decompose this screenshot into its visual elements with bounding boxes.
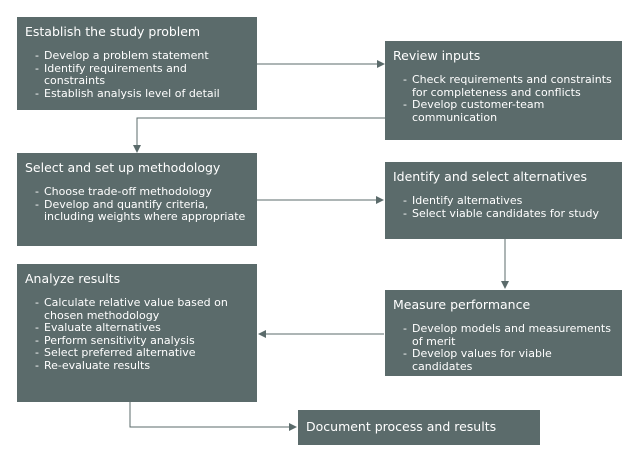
analyze-results-box: Analyze results Calculate relative value…: [17, 264, 257, 402]
box-items: Calculate relative value based on chosen…: [25, 296, 249, 373]
list-item: Evaluate alternatives: [35, 321, 249, 335]
list-item: Select viable candidates for study: [403, 207, 614, 221]
list-item: Identify requirements and constraints: [35, 62, 249, 88]
list-item: Perform sensitivity analysis: [35, 334, 249, 348]
list-item: Calculate relative value based on chosen…: [35, 296, 249, 322]
box-items: Develop models and measurements of merit…: [393, 322, 614, 373]
list-item: Choose trade-off methodology: [35, 185, 249, 199]
review-inputs-box: Review inputs Check requirements and con…: [385, 41, 622, 140]
measure-performance-box: Measure performance Develop models and m…: [385, 290, 622, 376]
box-title: Measure performance: [393, 297, 531, 312]
box-title: Review inputs: [393, 48, 481, 63]
list-item: Develop models and measurements of merit: [403, 322, 614, 348]
box-items: Check requirements and constraints for c…: [393, 73, 614, 124]
document-process-box: Document process and results: [298, 410, 540, 445]
list-item: Check requirements and constraints for c…: [403, 73, 614, 99]
box-title: Establish the study problem: [25, 24, 201, 39]
list-item: Develop customer-team communication: [403, 98, 614, 124]
list-item: Select preferred alternative: [35, 346, 249, 360]
box-title: Analyze results: [25, 271, 121, 286]
box-title: Select and set up methodology: [25, 160, 221, 175]
arrow-analyze-to-document: [129, 402, 297, 431]
box-title: Document process and results: [306, 419, 497, 434]
list-item: Re-evaluate results: [35, 359, 249, 373]
select-methodology-box: Select and set up methodology Choose tra…: [17, 153, 257, 246]
list-item: Develop values for viable candidates: [403, 347, 614, 373]
box-items: Choose trade-off methodology Develop and…: [25, 185, 249, 224]
box-title: Identify and select alternatives: [393, 169, 587, 184]
list-item: Identify alternatives: [403, 194, 614, 208]
list-item: Develop a problem statement: [35, 49, 249, 63]
arrow-review-to-methodology: [133, 117, 386, 153]
list-item: Develop and quantify criteria, including…: [35, 198, 249, 224]
list-item: Establish analysis level of detail: [35, 87, 249, 101]
identify-alternatives-box: Identify and select alternatives Identif…: [385, 162, 622, 239]
box-items: Develop a problem statement Identify req…: [25, 49, 249, 101]
box-items: Identify alternatives Select viable cand…: [393, 194, 614, 221]
establish-study-problem-box: Establish the study problem Develop a pr…: [17, 17, 257, 110]
